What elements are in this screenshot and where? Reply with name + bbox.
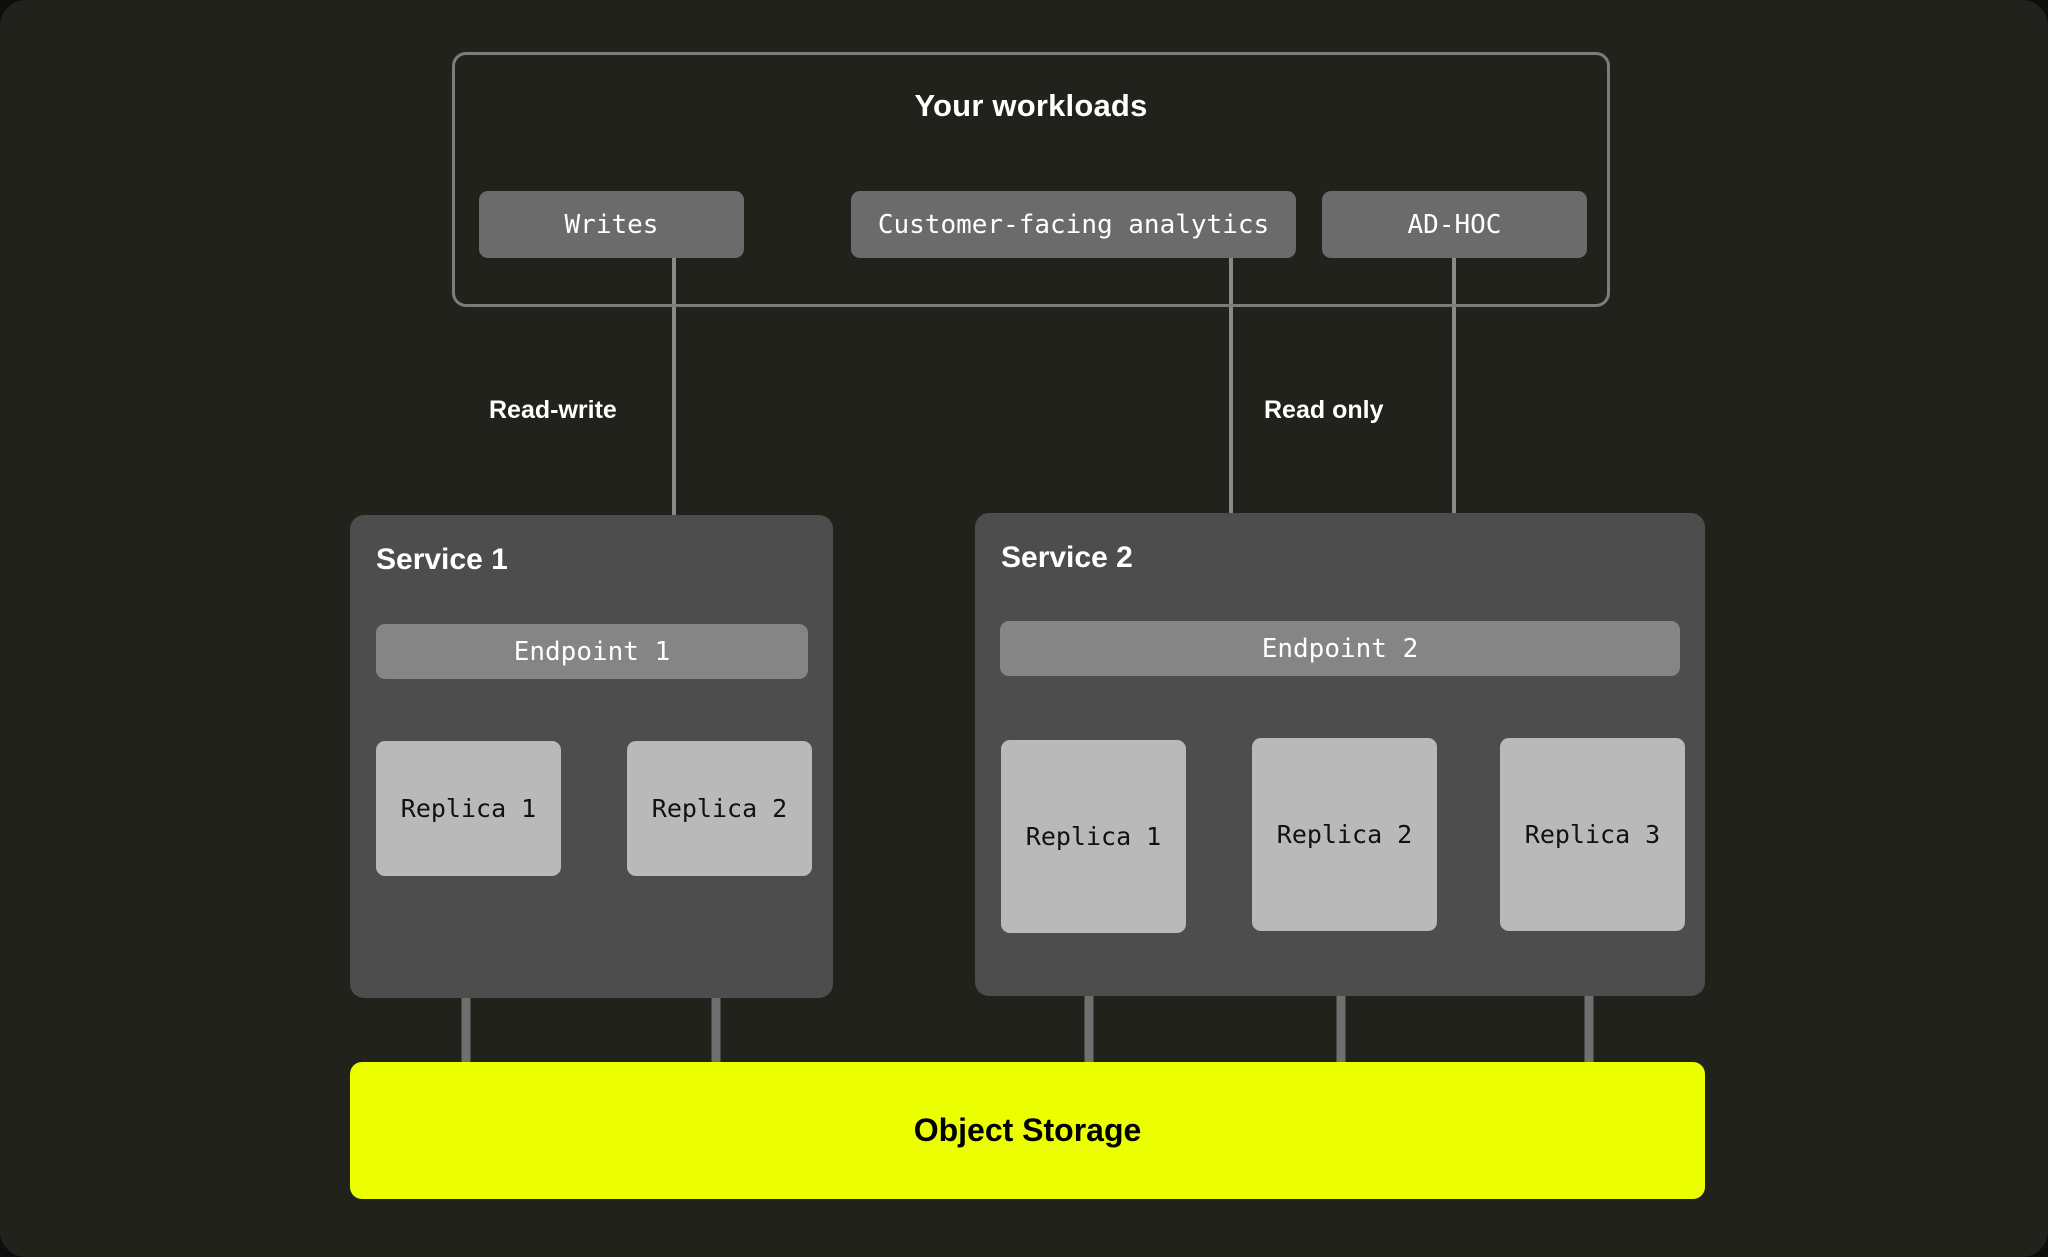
workload-ad-hoc[interactable]: AD-HOC <box>1322 191 1587 258</box>
workload-writes[interactable]: Writes <box>479 191 744 258</box>
service-1-title: Service 1 <box>376 543 508 576</box>
workload-customer-facing-analytics[interactable]: Customer-facing analytics <box>851 191 1296 258</box>
service-1-replica-1[interactable]: Replica 1 <box>376 741 561 876</box>
workloads-group <box>452 52 1610 307</box>
edge-label-read-write: Read-write <box>489 396 617 424</box>
service-2-replica-3[interactable]: Replica 3 <box>1500 738 1685 931</box>
service-2-endpoint[interactable]: Endpoint 2 <box>1000 621 1680 676</box>
edge-label-read-only: Read only <box>1264 396 1384 424</box>
service-1-endpoint[interactable]: Endpoint 1 <box>376 624 808 679</box>
service-2-title: Service 2 <box>1001 541 1133 574</box>
object-storage-bar[interactable]: Object Storage <box>350 1062 1705 1199</box>
workloads-title: Your workloads <box>914 88 1148 123</box>
service-1-replica-2[interactable]: Replica 2 <box>627 741 812 876</box>
service-2-replica-1[interactable]: Replica 1 <box>1001 740 1186 933</box>
service-2-replica-2[interactable]: Replica 2 <box>1252 738 1437 931</box>
